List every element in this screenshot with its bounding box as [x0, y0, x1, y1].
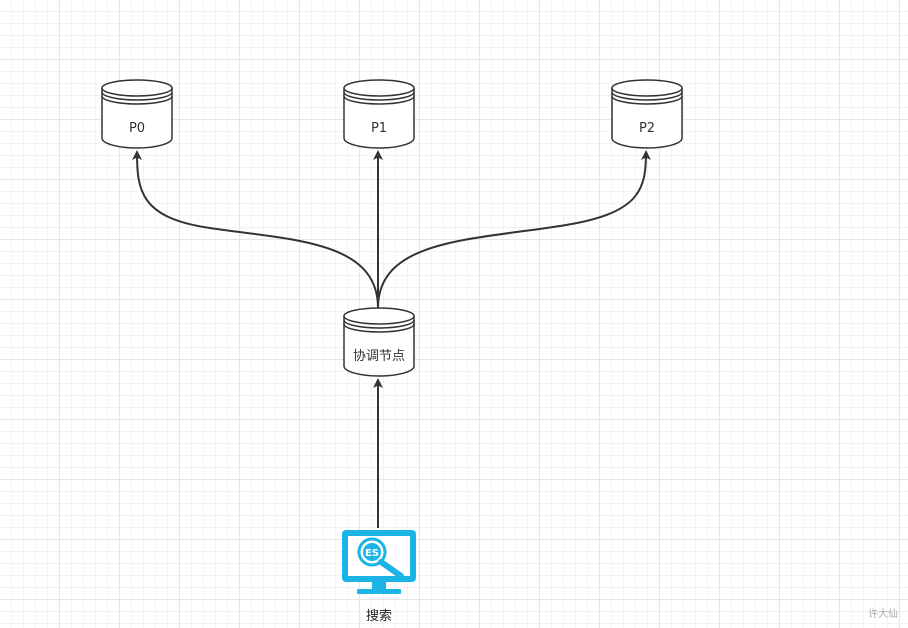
search-label: 搜索 — [366, 609, 393, 624]
node-p0[interactable]: P0 — [101, 79, 173, 149]
node-p0-label: P0 — [129, 121, 145, 136]
node-p2[interactable]: P2 — [611, 79, 683, 149]
connectors — [132, 150, 651, 528]
node-coordinator[interactable]: 协调节点 — [343, 307, 415, 377]
node-p1-label: P1 — [371, 121, 387, 136]
node-coordinator-label: 协调节点 — [353, 349, 405, 364]
watermark: 许大仙 — [868, 609, 898, 620]
search-monitor-icon[interactable]: ES — [342, 530, 416, 594]
node-p1[interactable]: P1 — [343, 79, 415, 149]
connector-coordinator-to-p0 — [132, 150, 379, 309]
connector-coordinator-to-p2 — [377, 150, 651, 309]
es-logo-text: ES — [365, 548, 379, 559]
node-p2-label: P2 — [639, 121, 655, 136]
